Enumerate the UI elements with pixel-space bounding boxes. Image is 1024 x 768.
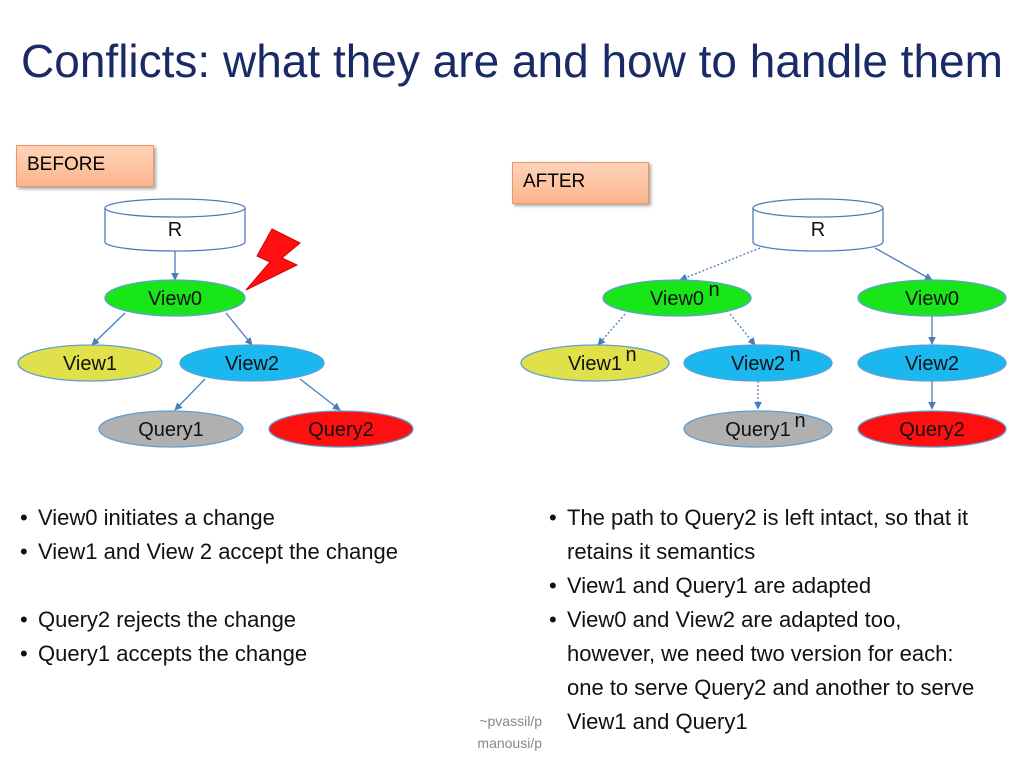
query1n-node: Query1 n — [683, 410, 833, 448]
view2n-label: View2 — [731, 353, 785, 375]
query1-node: Query1 — [98, 410, 244, 448]
query1n-label: Query1 — [725, 419, 791, 441]
footer-url-line1: ~pvassil/p — [479, 713, 542, 729]
view0-node-after: View0 — [857, 279, 1007, 317]
before-bullet-list: View0 initiates a change View1 and View … — [16, 501, 416, 671]
bullet-item: View1 and View 2 accept the change — [16, 535, 398, 569]
r-label: R — [168, 219, 182, 241]
query2-node-after: Query2 — [857, 410, 1007, 448]
query1-label: Query1 — [138, 419, 204, 441]
bullet-item: View0 and View2 are adapted too, however… — [545, 603, 987, 739]
query2-node: Query2 — [268, 410, 414, 448]
view1-label: View1 — [63, 353, 117, 375]
bullet-item: The path to Query2 is left intact, so th… — [545, 501, 987, 569]
before-label: BEFORE — [16, 145, 154, 187]
bullet-item: View0 initiates a change — [16, 501, 416, 535]
view0n-version: n — [708, 279, 719, 301]
lightning-icon — [245, 228, 301, 291]
view1n-label: View1 — [568, 353, 622, 375]
after-bullet-list: The path to Query2 is left intact, so th… — [545, 501, 995, 739]
edge-view0n-view1n — [597, 313, 626, 346]
edge-view0-view1 — [91, 312, 126, 346]
view1-node: View1 — [17, 344, 163, 382]
view0-label-after: View0 — [905, 288, 959, 310]
bullet-item: View1 and Query1 are adapted — [545, 569, 995, 603]
bullet-item: Query2 rejects the change — [16, 603, 416, 637]
view0n-label: View0 — [650, 288, 704, 310]
view2n-version: n — [789, 344, 800, 366]
edge-r-view0 — [874, 247, 933, 281]
r-label-after: R — [811, 219, 825, 241]
view2-node: View2 — [179, 344, 325, 382]
before-diagram: R View0 View1 View2 Query1 Query2 — [17, 198, 414, 448]
r-cylinder-after: R — [752, 198, 884, 252]
view0n-node: View0 n — [602, 279, 752, 317]
after-diagram: R View0 n View0 View1 n View2 n View2 — [520, 198, 1007, 448]
footer-url-line2: manousi/p — [477, 735, 542, 751]
edge-view2-query2 — [299, 378, 341, 411]
edge-r-view0n — [679, 247, 761, 282]
view2-node-after: View2 — [857, 344, 1007, 382]
view0-label: View0 — [148, 288, 202, 310]
view1n-node: View1 n — [520, 344, 670, 382]
edge-view0n-view2n — [729, 313, 756, 346]
bullet-item: Query1 accepts the change — [16, 637, 416, 671]
view2-label-after: View2 — [905, 353, 959, 375]
r-cylinder: R — [104, 198, 246, 252]
query1n-version: n — [794, 410, 805, 432]
query2-label: Query2 — [308, 419, 374, 441]
edge-view0-view2 — [225, 312, 253, 346]
view1n-version: n — [625, 344, 636, 366]
after-label: AFTER — [512, 162, 649, 204]
view2-label: View2 — [225, 353, 279, 375]
query2-label-after: Query2 — [899, 419, 965, 441]
edge-view2-query1 — [174, 378, 206, 411]
slide-title: Conflicts: what they are and how to hand… — [21, 35, 1003, 87]
view0-node: View0 — [104, 279, 246, 317]
view2n-node: View2 n — [683, 344, 833, 382]
